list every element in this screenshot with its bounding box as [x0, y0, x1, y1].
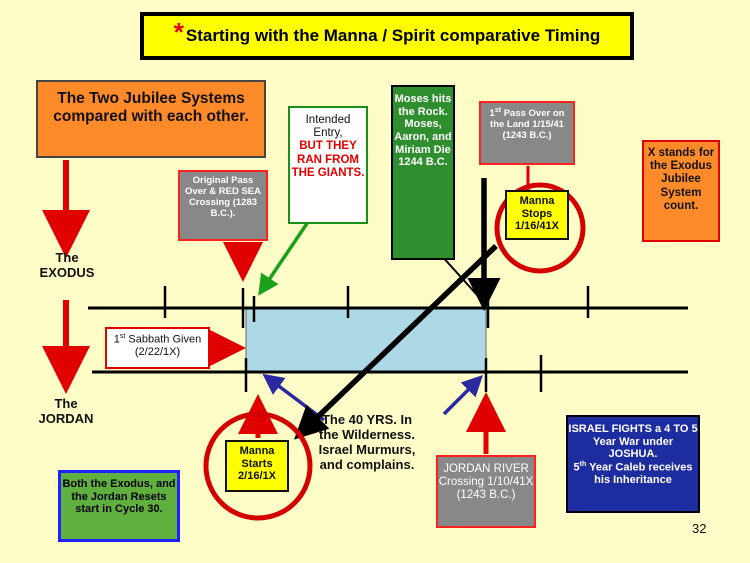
passover-land-ordinal: 1: [489, 108, 495, 120]
original-passover-box: Original Pass Over & RED SEA Crossing (1…: [178, 170, 268, 241]
israel-fights-line2: Year Caleb receives his Inheritance: [586, 461, 693, 487]
forty-years-text: The 40 YRS. In the Wilderness. Israel Mu…: [318, 412, 416, 472]
israel-fights-box: ISRAEL FIGHTS a 4 TO 5 Year War under JO…: [566, 415, 700, 513]
page-number: 32: [692, 521, 707, 536]
jordan-label: The JORDAN: [26, 396, 106, 427]
manna-starts-circle: [203, 411, 313, 521]
moses-box: Moses hits the Rock. Moses, Aaron, and M…: [391, 85, 455, 260]
wilderness-band: [245, 307, 487, 373]
jordan-label-line1: The: [54, 396, 78, 411]
exodus-label-line1: The: [55, 250, 79, 265]
israel-fights-line1: ISRAEL FIGHTS a 4 TO 5 Year War under JO…: [568, 423, 698, 461]
passover-land-sup: st: [494, 107, 502, 114]
jordan-crossing-box: JORDAN RIVER Crossing 1/10/41X (1243 B.C…: [436, 455, 536, 528]
israel-fights-sup: th: [579, 460, 587, 468]
title-text: Starting with the Manna / Spirit compara…: [185, 26, 601, 46]
exodus-ticks: [163, 286, 590, 328]
manna-stops-box: Manna Stops 1/16/41X: [505, 190, 569, 240]
passover-land-box: 1st Pass Over on the Land 1/15/41 (1243 …: [479, 101, 575, 165]
x-stands-box: X stands for the Exodus Jubilee System c…: [642, 140, 720, 242]
manna-stops-circle: [494, 182, 586, 274]
first-sabbath-ordinal: 1: [113, 333, 120, 346]
intended-entry-box: Intended Entry, BUT THEY RAN FROM THE GI…: [288, 106, 368, 224]
intended-entry-red-text: BUT THEY RAN FROM THE GIANTS.: [291, 140, 365, 179]
jordan-ticks: [244, 355, 543, 392]
intended-entry-text: Intended Entry,: [305, 114, 351, 140]
title-star: *: [173, 17, 184, 48]
slide-title: * Starting with the Manna / Spirit compa…: [140, 12, 634, 60]
jubilee-systems-box: The Two Jubilee Systems compared with ea…: [36, 80, 266, 158]
exodus-label: The EXODUS: [30, 250, 104, 281]
manna-starts-box: Manna Starts 2/16/1X: [225, 440, 289, 492]
passover-land-text: Pass Over on the Land 1/15/41 (1243 B.C.…: [490, 108, 565, 141]
cycle-box: Both the Exodus, and the Jordan Resets s…: [58, 470, 180, 542]
jordan-label-line2: JORDAN: [38, 410, 94, 426]
first-sabbath-text: Sabbath Given (2/22/1X): [125, 333, 202, 359]
exodus-label-line2: EXODUS: [39, 264, 95, 280]
first-sabbath-sup: st: [119, 333, 126, 340]
first-sabbath-box: 1st Sabbath Given (2/22/1X): [105, 327, 210, 369]
israel-fights-ordinal: 5: [573, 461, 580, 474]
